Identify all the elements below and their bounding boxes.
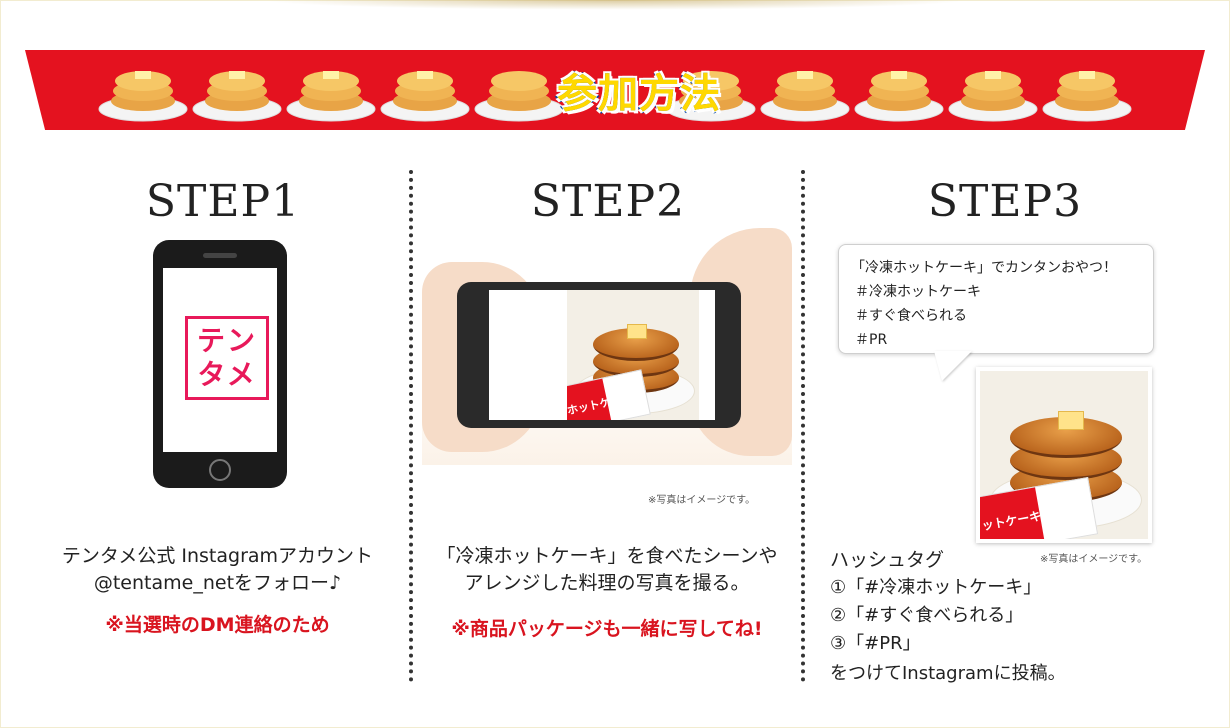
step3-heading: STEP3: [927, 176, 1083, 227]
butter: [1058, 411, 1084, 430]
step2-note: ※商品パッケージも一緒に写してね!: [451, 618, 763, 640]
pancake-stack-icon: [192, 71, 282, 122]
pancake-photo: ットケーキ: [980, 371, 1148, 539]
pancake-stack-icon: [760, 71, 850, 122]
posted-photo: ットケーキ: [976, 367, 1152, 543]
bubble-line: ＃PR: [855, 332, 888, 348]
step2-caption-line2: アレンジした料理の写真を撮る。: [464, 572, 750, 594]
pancake-stack-icon: [474, 71, 564, 122]
hashtag-title: ハッシュタグ: [830, 549, 945, 571]
column-divider: [409, 170, 413, 682]
pancake-stack-icon: [380, 71, 470, 122]
product-package: ホットケーキ: [567, 369, 651, 420]
section-banner: 参加方法: [25, 50, 1205, 130]
pancake-stack-icon: [98, 71, 188, 122]
step2-image-note: ※写真はイメージです。: [648, 495, 756, 506]
speech-bubble: 「冷凍ホットケーキ」でカンタンおやつ！ ＃冷凍ホットケーキ ＃すぐ食べられる ＃…: [838, 244, 1154, 354]
home-button-icon: [209, 459, 231, 481]
hashtag-item: ③「#PR」: [830, 633, 921, 654]
logo-line2: タメ: [197, 358, 257, 391]
step2-heading: STEP2: [530, 176, 686, 227]
column-divider: [801, 170, 805, 682]
pancake-photo: ホットケーキ: [567, 290, 699, 420]
phone-screen: テン タメ: [163, 268, 277, 452]
step2-caption-line1: 「冷凍ホットケーキ」を食べたシーンや: [436, 545, 778, 567]
step1-note: ※当選時のDM連絡のため: [105, 614, 330, 636]
step1-caption: テンタメ公式 Instagramアカウント @tentame_netをフォロー♪: [30, 543, 405, 597]
logo-line1: テン: [196, 324, 257, 357]
step1-caption-line1: テンタメ公式 Instagramアカウント: [61, 545, 374, 567]
pancake-stack-icon: [666, 71, 756, 122]
top-decoration: [260, 0, 970, 10]
section-title-text: 参加方法: [556, 70, 722, 119]
step1-heading: STEP1: [145, 176, 301, 227]
phone-speaker: [203, 253, 237, 258]
speech-bubble-tail: [934, 351, 972, 381]
step3-footer: をつけてInstagramに投稿。: [830, 663, 1066, 684]
pancake-stack-icon: [1042, 71, 1132, 122]
camera-screen: ホットケーキ: [489, 290, 715, 420]
step1-caption-line2: @tentame_netをフォロー♪: [93, 572, 342, 594]
hashtag-item: ②「#すぐ食べられる」: [830, 605, 1024, 626]
butter: [627, 324, 647, 339]
pancake-stack-icon: [948, 71, 1038, 122]
bubble-line: ＃冷凍ホットケーキ: [855, 284, 981, 300]
smartphone-camera-icon: ホットケーキ: [457, 282, 741, 428]
hashtag-item: ①「#冷凍ホットケーキ」: [830, 577, 1042, 598]
section-title: 参加方法: [515, 57, 763, 123]
bubble-line: 「冷凍ホットケーキ」でカンタンおやつ！: [851, 260, 1117, 276]
step2-caption: 「冷凍ホットケーキ」を食べたシーンや アレンジした料理の写真を撮る。: [412, 543, 802, 597]
pancake-stack-icon: [286, 71, 376, 122]
bubble-line: ＃すぐ食べられる: [855, 308, 967, 324]
pancake-stack-icon: [854, 71, 944, 122]
smartphone-icon: テン タメ: [153, 240, 287, 488]
step3-image-note: ※写真はイメージです。: [1040, 554, 1148, 565]
tentame-logo: テン タメ: [185, 316, 269, 400]
